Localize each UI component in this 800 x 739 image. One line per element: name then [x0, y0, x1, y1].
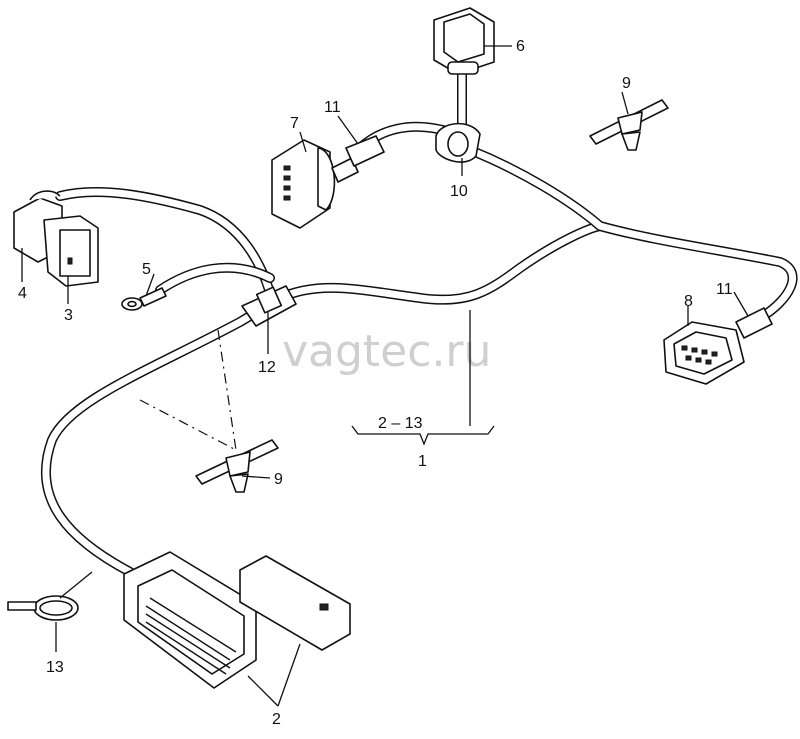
callout-5: 5	[142, 261, 151, 278]
connector-7-pins	[283, 165, 291, 201]
ecu-connector-pin-rows	[145, 597, 237, 675]
callout-1: 1	[418, 453, 427, 470]
connector-8-pins	[681, 345, 718, 365]
ecu-connector-2	[123, 551, 351, 689]
callout-4: 4	[18, 285, 27, 302]
callout-11-left: 11	[324, 99, 341, 116]
clip-12	[241, 285, 297, 327]
callout-6: 6	[516, 38, 525, 55]
harness-trunk	[40, 221, 605, 577]
connector-7	[271, 139, 359, 229]
callout-8: 8	[684, 293, 693, 310]
cable-tie-13	[7, 595, 79, 621]
callout-12: 12	[258, 359, 276, 376]
clip-10	[435, 122, 481, 163]
callout-3: 3	[64, 307, 73, 324]
ground-wire	[155, 262, 275, 295]
watermark: vagtec.ru	[282, 326, 491, 377]
callout-2-13: 2 – 13	[378, 415, 423, 432]
connector-3-4	[13, 190, 99, 287]
callout-9-mid: 9	[274, 471, 283, 488]
connector-8	[663, 321, 745, 385]
grommet-11-right	[735, 307, 773, 339]
callouts: 6 7 11 9 10 5 4 3 12 9 8 11 2 – 13 1 13 …	[18, 38, 733, 728]
grommet-11-left	[345, 135, 385, 167]
harness-branch-left	[55, 186, 277, 305]
callout-2: 2	[272, 711, 281, 728]
callout-10: 10	[450, 183, 468, 200]
callout-7: 7	[290, 115, 299, 132]
leader-lines	[21, 45, 749, 707]
ring-terminal	[121, 287, 167, 311]
cable-clip-9-top	[589, 99, 669, 151]
cable-clip-9-mid	[195, 439, 279, 493]
callout-13: 13	[46, 659, 64, 676]
connector-6	[433, 7, 495, 75]
assembly-lines	[139, 329, 237, 451]
callout-11-right: 11	[716, 281, 733, 298]
callout-9-top: 9	[622, 75, 631, 92]
harness-branch-right	[465, 145, 798, 323]
